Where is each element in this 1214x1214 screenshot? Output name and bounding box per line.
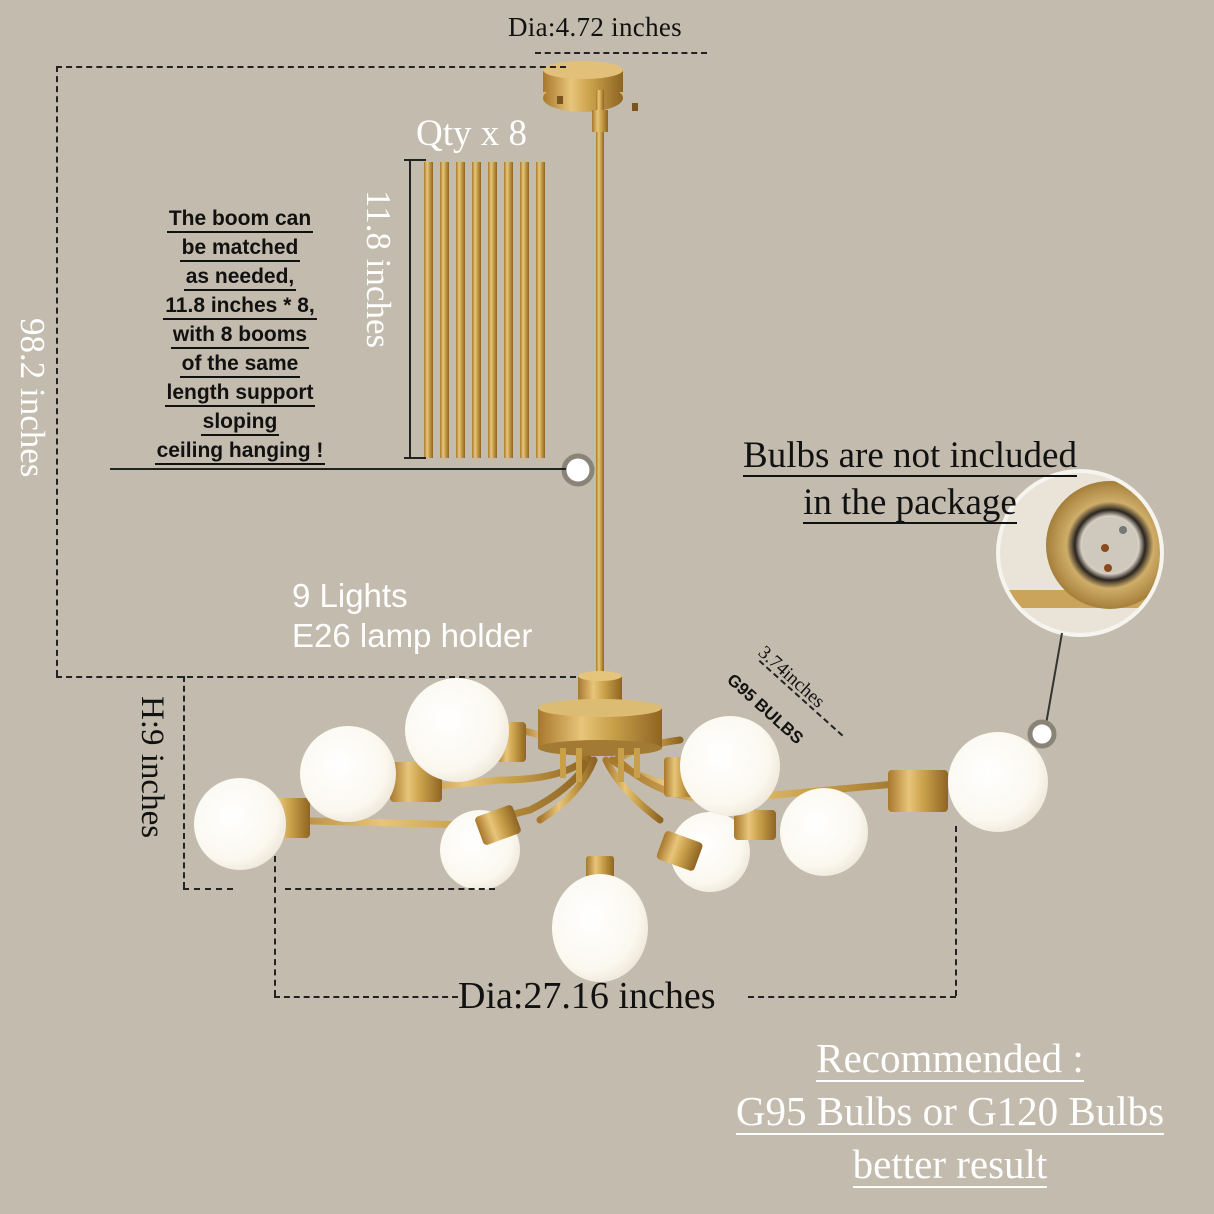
boom-note-line: sloping: [200, 410, 280, 436]
boom-note-line: The boom can: [166, 207, 314, 233]
body-height-bottom-a: [183, 888, 233, 890]
body-height-line: [183, 676, 185, 888]
boom-length-label: 11.8 inches: [359, 190, 398, 349]
recommendation-line-2: G95 Bulbs or G120 Bulbs: [735, 1088, 1165, 1135]
boom-note-line: of the same: [179, 352, 301, 378]
recommendation-line-1: Recommended :: [816, 1035, 1084, 1082]
lights-info: 9 Lights E26 lamp holder: [292, 576, 532, 656]
lamp-holder-type: E26 lamp holder: [292, 617, 533, 654]
canopy-diameter-label: Dia:4.72 inches: [508, 12, 682, 42]
boom-qty-label: Qty x 8: [416, 113, 527, 154]
chandelier-body: [538, 671, 662, 782]
downrod: [596, 90, 604, 686]
bulb-recommendation: Recommended : G95 Bulbs or G120 Bulbs be…: [680, 1032, 1214, 1191]
ceiling-canopy: [543, 61, 638, 112]
diameter-left-line: [274, 856, 276, 996]
bulbs-note-line-1: Bulbs are not included: [743, 435, 1077, 477]
note-underline-pointer: [110, 468, 566, 470]
bulbs: [194, 678, 1048, 982]
height-left-line: [56, 66, 58, 676]
boom-note-line: length support: [164, 381, 316, 407]
bulbs-not-included-note: Bulbs are not included in the package: [710, 432, 1110, 526]
boom-note-line: 11.8 inches * 8,: [163, 294, 317, 320]
boom-note: The boom can be matched as needed, 11.8 …: [140, 204, 340, 465]
diameter-bottom-right: [748, 996, 956, 998]
boom-note-line: be matched: [179, 236, 301, 262]
bulbs-note-line-2: in the package: [803, 482, 1017, 524]
callout-dot-downrod: [561, 453, 595, 487]
body-height-bottom-b: [285, 888, 495, 890]
body-height-label: H:9 inches: [134, 696, 170, 839]
diameter-right-line: [955, 826, 957, 996]
canopy-diameter-line: [535, 52, 707, 54]
socket-closeup: [996, 469, 1164, 637]
callout-dot-socket: [1027, 719, 1057, 749]
height-top-line: [56, 66, 566, 68]
boom-note-line: with 8 booms: [170, 323, 310, 349]
boom-note-line: ceiling hanging !: [154, 439, 326, 465]
boom-note-line: as needed,: [183, 265, 297, 291]
overall-diameter-label: Dia:27.16 inches: [458, 975, 716, 1017]
lights-count: 9 Lights: [292, 577, 408, 614]
diameter-bottom-left: [274, 996, 458, 998]
recommendation-line-3: better result: [852, 1141, 1048, 1188]
height-bottom-line: [56, 676, 576, 678]
total-height-label: 98.2 inches: [13, 318, 52, 478]
spare-booms: [424, 162, 545, 458]
